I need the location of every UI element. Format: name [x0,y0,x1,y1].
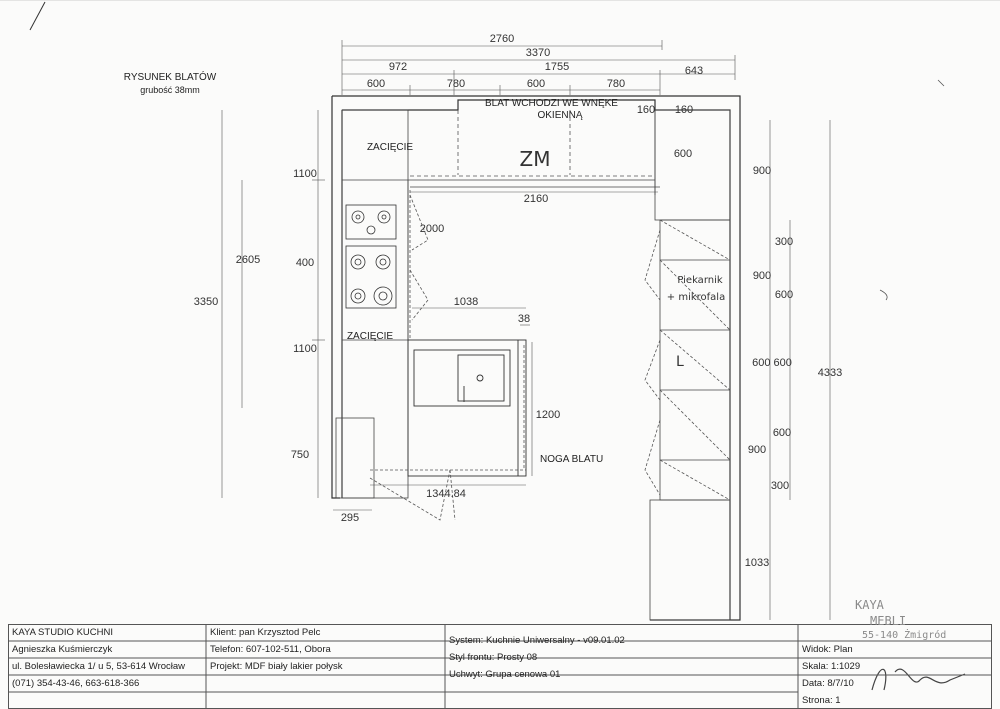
dim-900-a: 900 [753,165,771,177]
signature-icon [871,668,966,691]
dim-1755: 1755 [545,61,569,73]
handle-group: Uchwyt: Grupa cenowa 01 [449,669,561,680]
dim-160-a: 160 [637,104,655,116]
cut-label-bottom: ZACIĘCIE [347,331,393,342]
dim-2605: 2605 [236,254,260,266]
title-block-grid [8,624,992,709]
left-dimension-lines [221,110,325,498]
dim-1200: 1200 [536,409,560,421]
right-diagonal-lines [644,219,731,501]
dim-600-c: 600 [775,289,793,301]
cut-label-top: ZACIĘCIE [367,142,413,153]
stamp-line3: 55-140 Żmigród [862,630,947,641]
dim-295: 295 [341,512,359,524]
scan-edge-mark [29,1,46,31]
left-counter [335,109,409,499]
electric-hob-icon [345,245,397,309]
title-block: KAYA STUDIO KUCHNI Agnieszka Kuśmierczyk… [8,624,992,709]
dim-643: 643 [685,65,703,77]
right-counter [649,109,731,621]
dim-1038: 1038 [454,296,478,308]
island-counter [407,339,527,477]
handwritten-microwave: + mikrofala [667,292,725,303]
designer-name: Agnieszka Kuśmierczyk [12,644,113,655]
window-recess-lines [410,110,655,177]
stamp-line1: KAYA [855,598,884,612]
dim-972: 972 [389,61,407,73]
leg-note: NOGA BLATU [540,454,603,465]
company-address: ul. Bolesławiecka 1/ u 5, 53-614 Wrocław [12,661,186,672]
dim-1100-a: 1100 [293,168,317,180]
dim-780-a: 780 [447,78,465,90]
dim-600-top-right: 600 [674,148,692,160]
gas-hob-icon [345,204,397,240]
dim-750: 750 [291,449,309,461]
dim-300-b: 300 [771,480,789,492]
dim-400: 400 [296,257,314,269]
island-dim-lines [333,307,533,511]
dim-3370: 3370 [526,47,550,59]
project-name: Projekt: MDF biały lakier połysk [210,661,343,672]
system-name: System: Kuchnie Uniwersalny - v09.01.02 [449,635,625,646]
view-type: Widok: Plan [802,644,853,655]
window-note-line2: OKIENNĄ [537,110,582,121]
dim-2160: 2160 [524,193,548,205]
dim-600-a: 600 [367,78,385,90]
dim-38: 38 [518,313,530,325]
dim-2000: 2000 [420,223,444,235]
page-number: Strona: 1 [802,695,841,706]
dim-3350: 3350 [194,296,218,308]
stamp-line2: MEBLI [870,614,907,628]
client-phone: Telefon: 607-102-511, Obora [210,644,331,655]
drawing-subtitle: grubość 38mm [140,85,200,95]
handwritten-l: L [676,354,684,370]
island-cut-lines [369,345,526,521]
dim-900-b: 900 [753,270,771,282]
dim-2760: 2760 [490,33,514,45]
drawing-title: RYSUNEK BLATÓW [124,70,217,83]
dim-600-600: 600 600 [752,357,792,369]
sink-icon [413,349,511,407]
dim-4333: 4333 [818,367,842,379]
dim-1100-b: 1100 [293,343,317,355]
dim-300-a: 300 [775,236,793,248]
left-cut-lines [409,190,429,340]
front-style: Styl frontu: Prosty 08 [449,652,538,663]
company-phones: (071) 354-43-46, 663-618-366 [12,678,140,689]
top-dimension-lines [341,40,736,95]
window-note-line1: BLAT WCHODZI WE WNĘKE [485,98,618,109]
scan-marks [879,79,945,301]
scale: Skala: 1:1029 [802,661,861,672]
dim-1033: 1033 [745,557,769,569]
dim-780-b: 780 [607,78,625,90]
dim-600-d: 600 [773,427,791,439]
dim-600-b: 600 [527,78,545,90]
date: Data: 8/7/10 [802,678,854,689]
client-name: Klient: pan Krzysztod Pelc [210,627,321,638]
handwritten-zm: ZM [520,147,551,171]
handwritten-oven: Piekarnik [677,275,723,286]
right-dimension-lines [769,120,831,620]
dim-1344: 1344.84 [426,488,466,500]
company-name: KAYA STUDIO KUCHNI [12,627,113,638]
dim-900-c: 900 [748,444,766,456]
